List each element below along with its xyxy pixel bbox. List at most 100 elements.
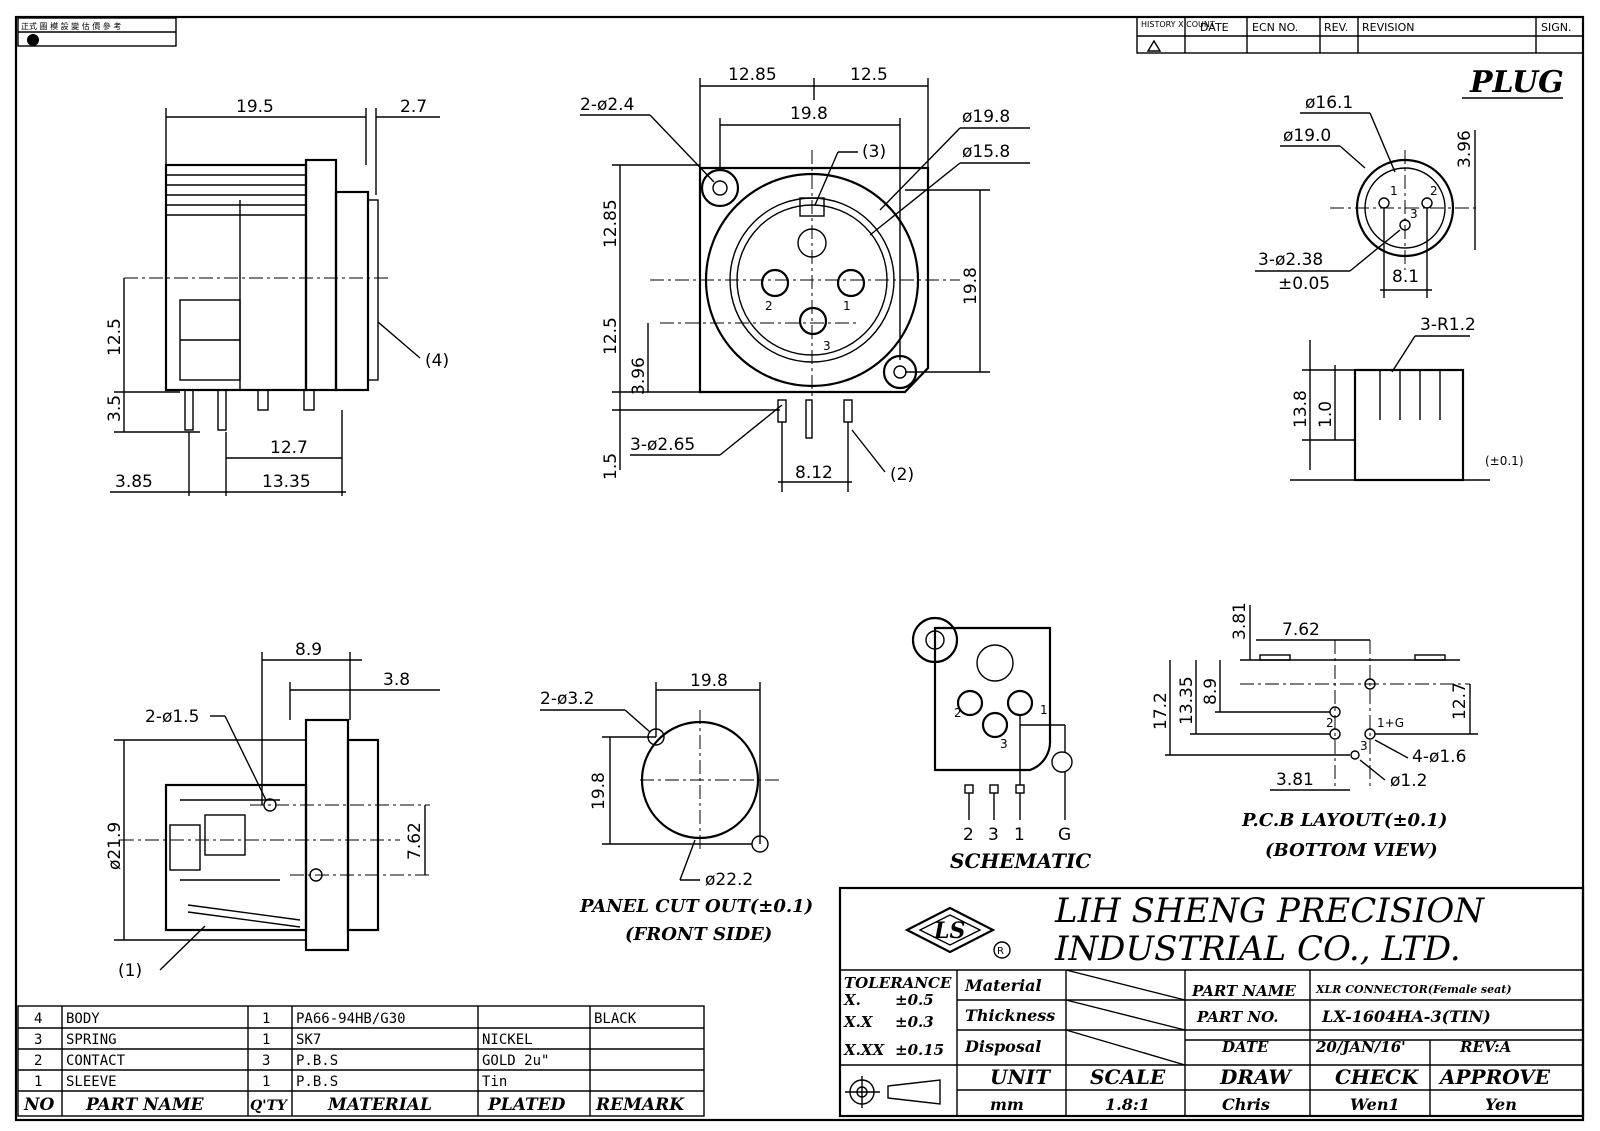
side-dim-top2: 2.7 (400, 97, 427, 117)
stamp-dot-icon (27, 34, 39, 46)
tol-x-v: ±0.5 (895, 991, 934, 1009)
history-ecn: ECN NO. (1252, 21, 1298, 34)
bom-qty: 3 (262, 1053, 270, 1069)
bom-row: 3 SPRING 1 SK7 NICKEL (34, 1032, 533, 1048)
panel-dim-left: 19.8 (589, 772, 609, 810)
schem-bg: G (1058, 825, 1071, 845)
plug-d1: ø16.1 (1305, 93, 1353, 113)
front-pins-label: 3-ø2.65 (630, 435, 695, 455)
pcb-d3: 8.9 (1201, 678, 1221, 705)
schem-n1: 1 (1040, 703, 1048, 717)
part-no-label: PART NO. (1196, 1008, 1279, 1026)
front-dim-top3: 19.8 (790, 104, 828, 124)
unit-label: UNIT (990, 1065, 1052, 1089)
side-dim-bot3: 13.35 (262, 472, 311, 492)
history-sign: SIGN. (1541, 21, 1571, 34)
draw-label: DRAW (1219, 1065, 1293, 1089)
scale-label: SCALE (1090, 1065, 1166, 1089)
schem-n2: 2 (954, 706, 962, 720)
schem-b2: 2 (963, 825, 974, 845)
company-name-1: LIH SHENG PRECISION (1054, 891, 1485, 931)
schem-title: SCHEMATIC (950, 849, 1091, 873)
history-rev: REV. (1324, 21, 1348, 34)
panel-subtitle: (FRONT SIDE) (625, 924, 772, 945)
front-holes-label: 2-ø2.4 (580, 95, 634, 115)
date-value: 20/JAN/16' (1315, 1038, 1406, 1056)
projection-symbol-icon (845, 1076, 941, 1108)
svg-text:R: R (997, 946, 1004, 957)
pcb-d4: 13.35 (1177, 676, 1197, 725)
date-label: DATE (1221, 1038, 1269, 1056)
panel-d-hole: ø22.2 (705, 870, 753, 890)
bom-material: P.B.S (296, 1053, 338, 1069)
schem-b1: 1 (1014, 825, 1025, 845)
material-label: Material (964, 976, 1042, 995)
part-name-value: XLR CONNECTOR(Female seat) (1315, 983, 1512, 996)
thickness-label: Thickness (965, 1006, 1055, 1025)
bom-h-qty: Q'TY (250, 1098, 289, 1114)
bom-name: SPRING (66, 1032, 117, 1048)
bottom-dim-left: ø21.9 (105, 822, 125, 870)
pcb-l2: 2 (1326, 716, 1334, 730)
unit-value: mm (990, 1095, 1024, 1114)
bottom-dim-top1: 8.9 (295, 640, 322, 660)
bom-h-remark: REMARK (595, 1095, 685, 1115)
company-logo: LS R (904, 906, 1011, 959)
front-dim-left3: 3.96 (629, 357, 649, 395)
bom-remark: BLACK (594, 1011, 637, 1027)
plug-label: PLUG (1469, 65, 1564, 100)
pcb-l1g: 1+G (1377, 716, 1404, 730)
pcb-title: P.C.B LAYOUT(±0.1) (1241, 810, 1447, 831)
bom-name: CONTACT (66, 1053, 126, 1069)
bom-header: NO PART NAME Q'TY MATERIAL PLATED REMARK (23, 1095, 685, 1115)
plug-holes: 3-ø2.38 (1258, 250, 1323, 270)
front-dim-bot: 8.12 (795, 463, 833, 483)
bom-qty: 1 (262, 1032, 270, 1048)
bom-no: 1 (34, 1074, 42, 1090)
company-name-2: INDUSTRIAL CO., LTD. (1054, 929, 1461, 969)
draw-value: Chris (1222, 1095, 1270, 1114)
check-value: Wen1 (1350, 1095, 1400, 1114)
front-dim-left4: 1.5 (601, 453, 621, 480)
bom-qty: 1 (262, 1074, 270, 1090)
front-dim-top2: 12.5 (850, 65, 888, 85)
front-callout3: (3) (862, 142, 886, 162)
plug-p2: 2 (1430, 184, 1438, 198)
bom-row: 4 BODY 1 PA66-94HB/G30 BLACK (34, 1011, 637, 1027)
plug-d2: ø19.0 (1283, 126, 1331, 146)
pcb-subtitle: (BOTTOM VIEW) (1265, 840, 1438, 861)
tol-xx: X.X (843, 1013, 874, 1031)
front-dim-right: 19.8 (961, 267, 981, 305)
scale-value: 1.8:1 (1105, 1095, 1150, 1114)
rev-value: REV:A (1459, 1038, 1511, 1056)
schem-b3: 3 (988, 825, 999, 845)
front-dim-left2: 12.5 (601, 317, 621, 355)
front-dim-top1: 12.85 (728, 65, 777, 85)
bom-h-name: PART NAME (85, 1095, 205, 1115)
panel-dim-top: 19.8 (690, 671, 728, 691)
side-callout4: (4) (425, 351, 449, 371)
plug-tol2: (±0.1) (1485, 454, 1524, 468)
check-label: CHECK (1335, 1065, 1420, 1089)
panel-title: PANEL CUT OUT(±0.1) (579, 896, 813, 917)
front-dim-left1: 12.85 (601, 199, 621, 248)
plug-view: 1 2 3 ø16.1 ø19.0 3.96 3-ø2.38 ±0.05 8.1… (1255, 93, 1524, 482)
pcb-hole2: ø1.2 (1390, 771, 1427, 791)
schem-n3: 3 (1000, 737, 1008, 751)
pcb-d2: 7.62 (1282, 620, 1320, 640)
tol-title: TOLERANCE (844, 974, 952, 992)
warning-triangle-icon (1146, 39, 1162, 52)
plug-tol: ±0.05 (1278, 274, 1330, 294)
side-dim-left2: 3.5 (105, 395, 125, 422)
bottom-dim-top2: 3.8 (383, 670, 410, 690)
stamp-label: 正式 圖 模 設 變 估 價 參 考 (21, 21, 121, 31)
front-d-inner: ø15.8 (962, 142, 1010, 162)
tol-xx-v: ±0.3 (895, 1013, 934, 1031)
bom-h-plated: PLATED (487, 1095, 566, 1115)
front-callout2: (2) (890, 465, 914, 485)
tol-x: X. (843, 991, 861, 1009)
bom-material: P.B.S (296, 1074, 338, 1090)
sheet-border (14, 15, 1585, 1122)
bottom-view: 8.9 3.8 2-ø1.5 ø21.9 7.62 (1) (105, 640, 440, 981)
